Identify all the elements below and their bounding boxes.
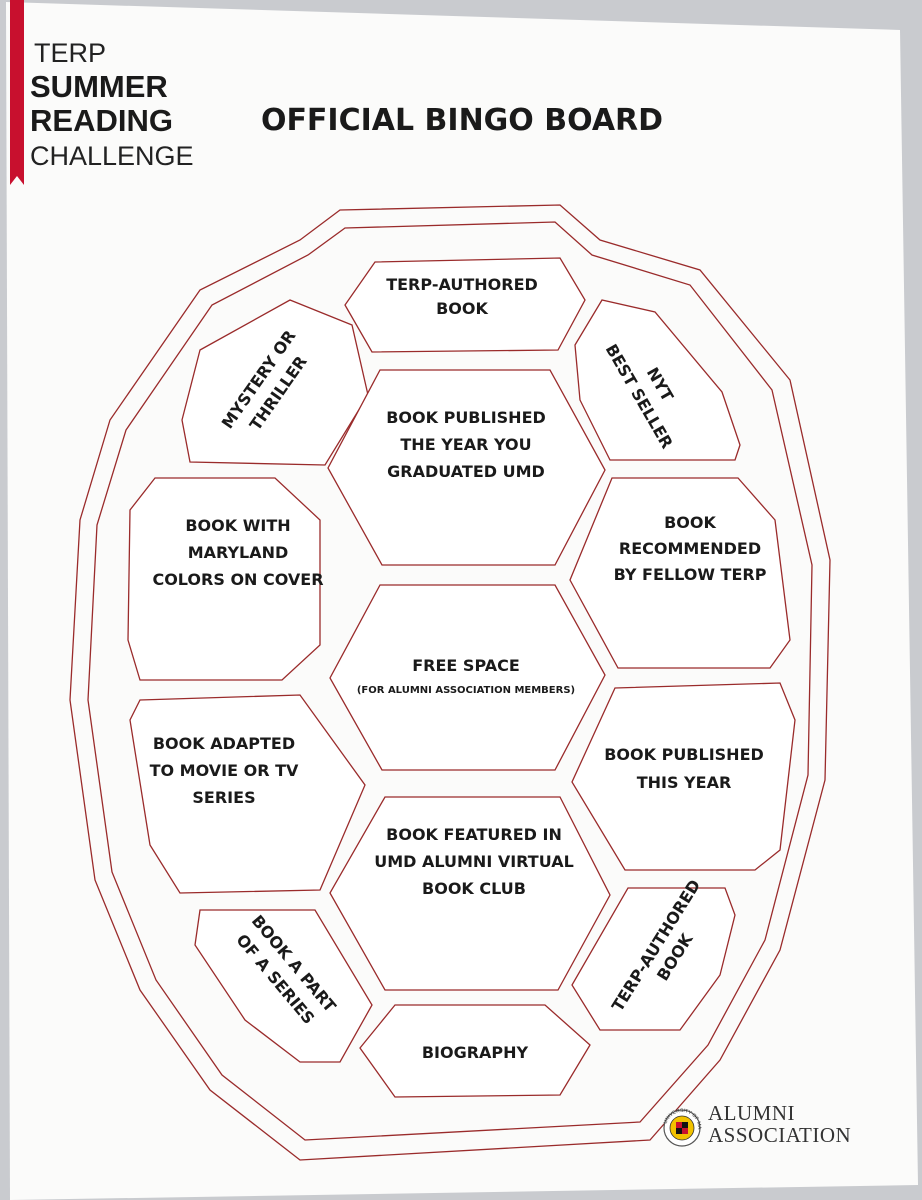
seal-quadrant-black-2 — [676, 1128, 682, 1134]
ribbon-bookmark — [10, 0, 24, 185]
org-line-association: ASSOCIATION — [708, 1123, 851, 1147]
tile-free-space-label: FREE SPACE (FOR ALUMNI ASSOCIATION MEMBER… — [357, 656, 575, 696]
turtle-shell-outline — [69, 204, 831, 1161]
tile-terp-authored-top-label: TERP-AUTHORED BOOK — [386, 275, 538, 318]
tile-terp-authored-top-shape — [344, 257, 586, 353]
tile-published-this-year-label: BOOK PUBLISHED THIS YEAR — [604, 745, 764, 792]
tile-terp-authored-top-line2: BOOK — [436, 299, 488, 318]
tile-part-of-series-shape — [194, 909, 373, 1063]
tile-biography-shape — [359, 1004, 591, 1098]
tile-recommended-by-terp: BOOK RECOMMENDED BY FELLOW TERP — [569, 477, 791, 669]
tile-virtual-book-club-shape — [329, 796, 611, 991]
tile-part-of-series: BOOK A PARTOF A SERIES — [194, 909, 373, 1063]
tile-published-this-year-line2: THIS YEAR — [637, 773, 732, 792]
tile-virtual-book-club-label: BOOK FEATURED IN UMD ALUMNI VIRTUAL BOOK C… — [374, 825, 574, 898]
tile-biography: BIOGRAPHY — [359, 1004, 591, 1098]
tile-maryland-colors-label: BOOK WITH MARYLAND COLORS ON COVER — [152, 516, 323, 589]
tile-recommended-by-terp-line3: BY FELLOW TERP — [614, 565, 767, 584]
tile-terp-authored-top: TERP-AUTHORED BOOK — [344, 257, 586, 353]
tile-adapted-movie-tv-label: BOOK ADAPTED TO MOVIE OR TV SERIES — [150, 734, 299, 807]
brand-line-terp: TERP — [34, 38, 106, 68]
page-title: OFFICIAL BINGO BOARD — [261, 103, 663, 138]
tile-recommended-by-terp-line2: RECOMMENDED — [619, 539, 761, 558]
brand-line-reading: READING — [30, 103, 173, 138]
tile-book-published-grad-year: BOOK PUBLISHED THE YEAR YOU GRADUATED UMD — [327, 369, 606, 566]
tile-terp-authored-bottom: TERP-AUTHOREDBOOK — [571, 876, 736, 1031]
tile-book-published-grad-year-line3: GRADUATED UMD — [387, 462, 545, 481]
tile-maryland-colors: BOOK WITH MARYLAND COLORS ON COVER — [127, 477, 324, 681]
org-line-alumni: ALUMNI — [708, 1101, 795, 1125]
tile-book-published-grad-year-label: BOOK PUBLISHED THE YEAR YOU GRADUATED UMD — [386, 408, 546, 481]
tile-adapted-movie-tv-line2: TO MOVIE OR TV — [150, 761, 299, 780]
tile-virtual-book-club-line2: UMD ALUMNI VIRTUAL — [374, 852, 574, 871]
tile-maryland-colors-line2: MARYLAND — [188, 543, 289, 562]
tile-published-this-year-line1: BOOK PUBLISHED — [604, 745, 764, 764]
tile-mystery-or-thriller-shape — [181, 299, 369, 466]
seal-quadrant-red — [676, 1122, 682, 1128]
tile-adapted-movie-tv-shape — [129, 694, 366, 894]
tile-virtual-book-club: BOOK FEATURED IN UMD ALUMNI VIRTUAL BOOK C… — [329, 796, 611, 991]
tile-terp-authored-top-line1: TERP-AUTHORED — [386, 275, 538, 294]
seal-quadrant-red-2 — [682, 1128, 688, 1134]
tile-maryland-colors-shape — [127, 477, 321, 681]
tile-maryland-colors-line1: BOOK WITH — [185, 516, 290, 535]
tile-book-published-grad-year-line1: BOOK PUBLISHED — [386, 408, 546, 427]
tile-free-space-shape — [329, 584, 606, 771]
tile-nyt-best-seller-shape — [574, 299, 741, 461]
brand-logo: TERP SUMMER READING CHALLENGE — [30, 38, 194, 171]
tile-mystery-or-thriller: MYSTERY ORTHRILLER — [181, 299, 369, 466]
brand-line-challenge: CHALLENGE — [30, 141, 194, 171]
tile-recommended-by-terp-shape — [569, 477, 791, 669]
tile-published-this-year-shape — [571, 682, 796, 871]
tile-terp-authored-bottom-shape — [571, 887, 736, 1031]
tile-biography-line1: BIOGRAPHY — [422, 1043, 529, 1062]
tile-free-space: FREE SPACE (FOR ALUMNI ASSOCIATION MEMBER… — [329, 584, 606, 771]
tile-published-this-year: BOOK PUBLISHED THIS YEAR — [571, 682, 796, 871]
tile-book-published-grad-year-shape — [327, 369, 606, 566]
tile-adapted-movie-tv-line3: SERIES — [192, 788, 255, 807]
tile-free-space-line2: (FOR ALUMNI ASSOCIATION MEMBERS) — [357, 685, 575, 696]
tile-recommended-by-terp-label: BOOK RECOMMENDED BY FELLOW TERP — [614, 513, 767, 584]
tile-adapted-movie-tv-line1: BOOK ADAPTED — [153, 734, 295, 753]
tile-nyt-best-seller: NYTBEST SELLER — [574, 299, 741, 461]
brand-line-summer: SUMMER — [30, 69, 168, 104]
tile-free-space-line1: FREE SPACE — [412, 656, 520, 675]
tile-biography-label: BIOGRAPHY — [422, 1043, 529, 1062]
tile-virtual-book-club-line1: BOOK FEATURED IN — [386, 825, 562, 844]
tile-virtual-book-club-line3: BOOK CLUB — [422, 879, 526, 898]
tile-book-published-grad-year-line2: THE YEAR YOU — [400, 435, 531, 454]
tile-recommended-by-terp-line1: BOOK — [664, 513, 716, 532]
tile-maryland-colors-line3: COLORS ON COVER — [152, 570, 323, 589]
tile-adapted-movie-tv: BOOK ADAPTED TO MOVIE OR TV SERIES — [129, 694, 366, 894]
seal-quadrant-black — [682, 1122, 688, 1128]
